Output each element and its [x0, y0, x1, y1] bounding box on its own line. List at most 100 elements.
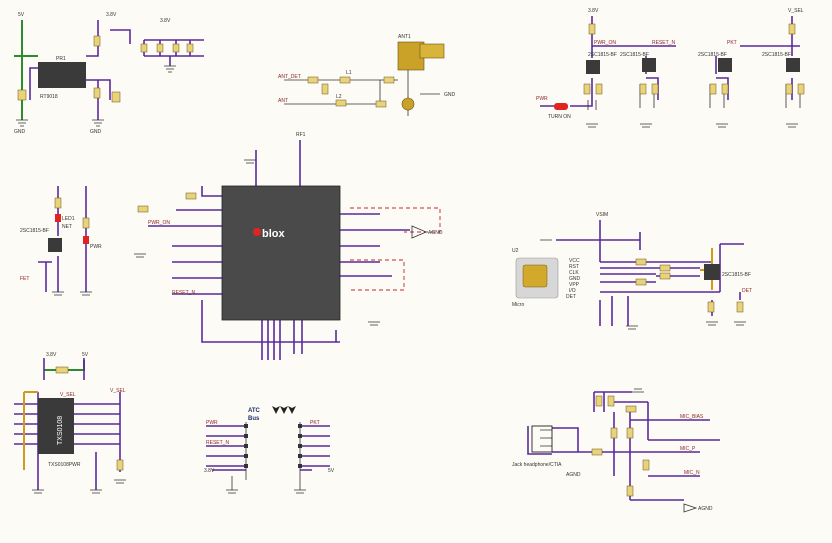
net-v-sel-right: V_SEL [110, 388, 126, 394]
sim-pin-det: DET [566, 294, 576, 300]
transistor-label-q3: 2SC1815-BF [620, 52, 649, 58]
led-net-label: NET [62, 224, 72, 230]
transistor-switch-block: 3.8V V_SEL PWR_ON RESET_N PKT PWR TURN O… [536, 8, 805, 128]
net-v-sel: V_SEL [788, 8, 804, 14]
sim-pin-io: I/O [569, 288, 576, 294]
supply-label: 5V [82, 352, 89, 358]
jack-label: Jack headphone/CTIA [512, 462, 562, 468]
supply-label: 3.8V [588, 8, 599, 14]
transistor-label-q4: 2SC1815-BF [762, 52, 791, 58]
led-caption: TURN ON [548, 114, 571, 120]
agnd-label: AGND [428, 230, 443, 236]
sim-pin-clk: CLK [569, 270, 579, 276]
ublox-module [221, 185, 341, 321]
transistor-q4 [786, 58, 800, 72]
regulator-wires [29, 20, 131, 120]
regulator-part: RT9018 [40, 94, 58, 100]
module-wires [148, 140, 410, 343]
resistor [659, 264, 671, 272]
ground-symbols [632, 388, 644, 393]
ublox-module-block: blox AGND RF1 PWR_ON RESET_N [134, 132, 443, 360]
supply-label: 3.8V [204, 468, 215, 474]
resistor [383, 76, 395, 84]
module-bottom-pins [261, 320, 303, 360]
ground-symbols [226, 489, 306, 494]
resistor [625, 405, 637, 413]
resistor [307, 76, 319, 84]
switch-wires [540, 16, 800, 107]
net-fet: FET [20, 276, 29, 282]
level-shifter-highlight [23, 391, 38, 470]
transistor [48, 238, 62, 252]
gnd-label: GND [14, 129, 26, 135]
net-ant: ANT [278, 98, 288, 104]
audio-wires [527, 391, 720, 501]
ground-symbols [134, 159, 380, 326]
level-shifter-text: TXS0108 [57, 416, 64, 445]
atc-bus-block: ATC Bus PWR RESET_N PKT 3.8V 5V [204, 406, 335, 494]
gnd-label: GND [444, 92, 456, 98]
transistor-q3 [642, 58, 656, 72]
led-net [55, 214, 61, 222]
resistor [137, 205, 149, 213]
resistor [588, 23, 596, 35]
bus-pin [298, 434, 302, 438]
ground-symbols [540, 239, 746, 330]
resistor [595, 83, 603, 95]
regulator-chip [38, 62, 86, 88]
sim-card-block: VSIM U2 Micro VCC RST CLK GND VPP I/O DE… [512, 212, 752, 330]
resistor [93, 87, 101, 99]
bus-connector-body [231, 422, 301, 490]
bus-pin [298, 464, 302, 468]
resistor [721, 83, 729, 95]
inductor-label: L2 [336, 94, 342, 100]
capacitor [642, 459, 650, 471]
net-v-sel: V_SEL [60, 392, 76, 398]
supply-label: 3.8V [46, 352, 57, 358]
net-reset-n: RESET_N [652, 40, 675, 46]
supply-label: 5V [328, 468, 335, 474]
net-reset: RESET_N [206, 440, 229, 446]
antenna-connector [397, 41, 425, 71]
sim-pin-gnd: GND [569, 276, 581, 282]
inductor-label: L1 [346, 70, 352, 76]
resistor [583, 83, 591, 95]
net-label: PWR_ON [148, 220, 170, 226]
bus-pin [244, 444, 248, 448]
bus-pin [244, 434, 248, 438]
antenna-connector-body [419, 43, 445, 59]
resistor [185, 192, 197, 200]
power-regulator-block: 5V 3.8V 3.8V PR1 RT9018 GND GND [14, 12, 204, 135]
resistor [707, 301, 715, 313]
resistor [93, 35, 101, 47]
audio-jack-block: Jack headphone/CTIA AGND MIC_BIAS MIC_P … [512, 388, 720, 513]
capacitor [156, 43, 164, 53]
capacitor [140, 43, 148, 53]
resistor [709, 83, 717, 95]
agnd-arrow-icon [683, 503, 698, 513]
resistor [54, 197, 62, 209]
net-mic-bias: MIC_BIAS [680, 414, 704, 420]
resistor [116, 459, 124, 471]
antenna-block: ANT1 ANT_DET ANT L1 L2 GND [278, 34, 456, 116]
regulator-designator: PR1 [56, 56, 66, 62]
resistor [626, 485, 634, 497]
sim-pin-vcc: VCC [569, 258, 580, 264]
resistor [610, 427, 618, 439]
transistor-label: 2SC1815-BF [722, 272, 751, 278]
ublox-logo-icon [253, 228, 261, 236]
ground-symbols [32, 479, 126, 494]
net-reset: RESET_N [172, 290, 195, 296]
led-pwr-label: PWR [90, 244, 102, 250]
bus-pin [244, 454, 248, 458]
resistor [82, 217, 90, 229]
net-ant-det: ANT_DET [278, 74, 301, 80]
sparkfun-logo-icon [272, 406, 296, 414]
capacitor [186, 43, 194, 53]
net-pkt: PKT [727, 40, 737, 46]
capacitor [17, 89, 27, 101]
transistor-label-q5: 2SC1815-BF [698, 52, 727, 58]
power-rail-5v [14, 20, 38, 120]
antenna-pad [401, 97, 415, 111]
bus-pin [298, 424, 302, 428]
